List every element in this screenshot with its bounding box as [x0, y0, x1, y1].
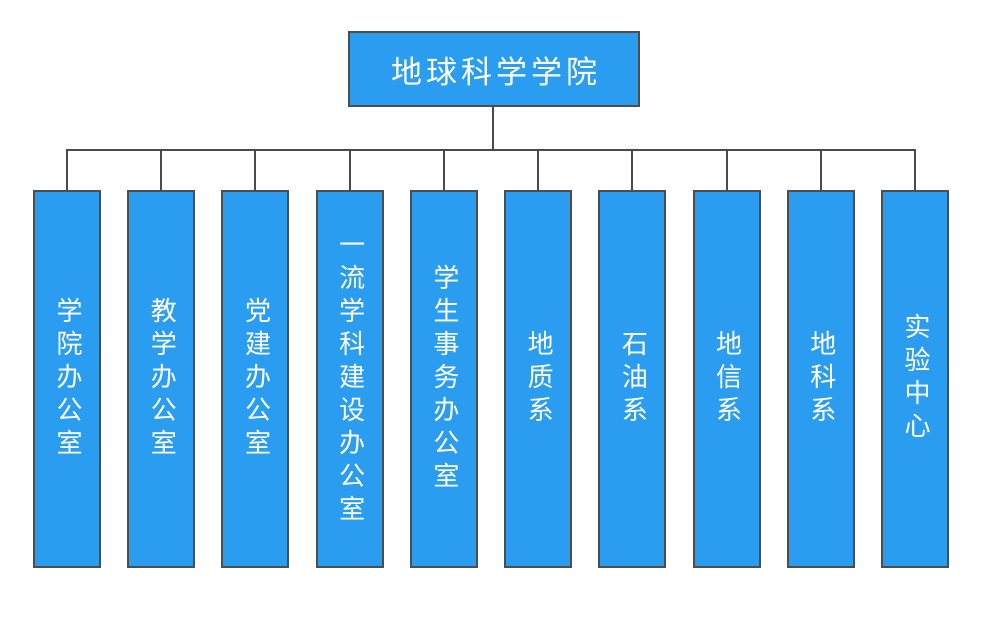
dept-node-7: 石油系: [598, 190, 667, 568]
dept-node-8: 地信系: [692, 190, 761, 568]
root-node: 地球科学学院: [348, 31, 640, 107]
dept-label: 一流学科建设办公室: [334, 230, 365, 528]
dept-label: 地信系: [711, 329, 742, 429]
horizontal-connector-line: [66, 149, 916, 151]
dept-connector-stub: [66, 150, 68, 190]
dept-column-2: 教学办公室: [127, 150, 196, 568]
dept-column-5: 学生事务办公室: [409, 150, 478, 568]
dept-column-8: 地信系: [692, 150, 761, 568]
dept-connector-stub: [254, 150, 257, 190]
dept-node-3: 党建办公室: [221, 190, 290, 568]
dept-column-10: 实验中心: [880, 150, 949, 568]
dept-label: 地质系: [523, 329, 554, 429]
dept-column-7: 石油系: [598, 150, 667, 568]
root-node-label: 地球科学学院: [391, 54, 601, 91]
dept-label: 地科系: [805, 329, 836, 429]
dept-column-6: 地质系: [504, 150, 573, 568]
dept-node-10: 实验中心: [880, 190, 949, 568]
dept-label: 实验中心: [899, 313, 930, 445]
dept-node-1: 学院办公室: [33, 190, 101, 568]
dept-node-5: 学生事务办公室: [409, 190, 478, 568]
dept-label: 学生事务办公室: [428, 263, 459, 495]
dept-connector-stub: [348, 150, 351, 190]
dept-column-1: 学院办公室: [33, 150, 101, 568]
dept-node-9: 地科系: [786, 190, 855, 568]
dept-connector-stub: [913, 150, 916, 190]
dept-connector-stub: [819, 150, 822, 190]
dept-column-9: 地科系: [786, 150, 855, 568]
dept-column-4: 一流学科建设办公室: [315, 150, 384, 568]
dept-node-4: 一流学科建设办公室: [315, 190, 384, 568]
dept-node-6: 地质系: [504, 190, 573, 568]
dept-column-3: 党建办公室: [221, 150, 290, 568]
dept-connector-stub: [442, 150, 445, 190]
dept-label: 教学办公室: [146, 296, 177, 462]
dept-label: 党建办公室: [240, 296, 271, 462]
dept-label: 石油系: [617, 329, 648, 429]
root-connector-line: [492, 107, 494, 151]
dept-connector-stub: [160, 150, 163, 190]
dept-connector-stub: [725, 150, 728, 190]
dept-label: 学院办公室: [52, 296, 82, 462]
dept-connector-stub: [537, 150, 540, 190]
dept-node-2: 教学办公室: [127, 190, 196, 568]
dept-connector-stub: [631, 150, 634, 190]
departments-row: 学院办公室 教学办公室 党建办公室 一流学科建设办公室 学生事务办公室: [33, 150, 949, 568]
